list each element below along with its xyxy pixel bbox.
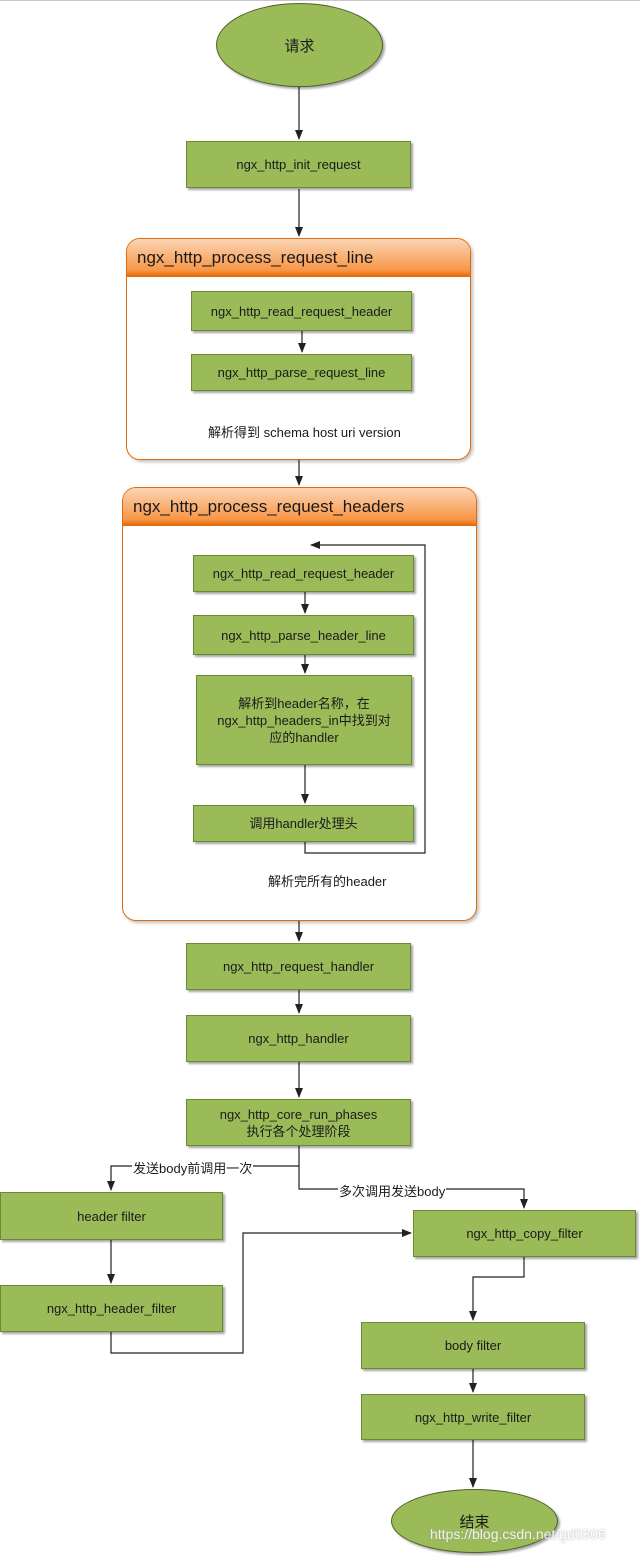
node-copy-filter: ngx_http_copy_filter bbox=[413, 1210, 636, 1257]
watermark: https://blog.csdn.net/gd0306 bbox=[430, 1526, 606, 1542]
find-handler-line-3: 应的handler bbox=[269, 729, 339, 745]
node-read-request-header-2: ngx_http_read_request_header bbox=[193, 555, 414, 592]
label-multi-body: 多次调用发送body bbox=[338, 1181, 447, 1200]
node-request-handler: ngx_http_request_handler bbox=[186, 943, 411, 990]
node-init-request: ngx_http_init_request bbox=[186, 141, 411, 188]
core-run-phases-line-2: 执行各个处理阶段 bbox=[246, 1123, 351, 1139]
group-process-request-line: ngx_http_process_request_line bbox=[126, 238, 471, 460]
node-header-filter: header filter bbox=[0, 1192, 223, 1240]
node-http-handler: ngx_http_handler bbox=[186, 1015, 411, 1062]
group-title-process-request-line: ngx_http_process_request_line bbox=[127, 239, 470, 277]
end-node: 结束 bbox=[391, 1489, 558, 1553]
start-node: 请求 bbox=[216, 3, 383, 87]
core-run-phases-line-1: ngx_http_core_run_phases bbox=[219, 1106, 378, 1122]
note-request-line-parsed: 解析得到 schema host uri version bbox=[208, 425, 401, 440]
find-handler-line-1: 解析到header名称，在 bbox=[238, 695, 370, 711]
find-handler-line-2: ngx_http_headers_in中找到对 bbox=[217, 712, 391, 728]
node-parse-header-line: ngx_http_parse_header_line bbox=[193, 615, 414, 655]
label-before-body: 发送body前调用一次 bbox=[132, 1158, 254, 1177]
note-all-headers-parsed: 解析完所有的header bbox=[268, 874, 387, 889]
node-find-header-handler: 解析到header名称，在 ngx_http_headers_in中找到对 应的… bbox=[196, 675, 412, 765]
node-call-handler: 调用handler处理头 bbox=[193, 805, 414, 842]
node-write-filter: ngx_http_write_filter bbox=[361, 1394, 585, 1440]
node-parse-request-line: ngx_http_parse_request_line bbox=[191, 354, 412, 391]
group-title-process-request-headers: ngx_http_process_request_headers bbox=[123, 488, 476, 526]
top-border-line bbox=[0, 0, 640, 1]
node-ngx-header-filter: ngx_http_header_filter bbox=[0, 1285, 223, 1332]
node-read-request-header-1: ngx_http_read_request_header bbox=[191, 291, 412, 331]
node-core-run-phases: ngx_http_core_run_phases 执行各个处理阶段 bbox=[186, 1099, 411, 1146]
node-body-filter: body filter bbox=[361, 1322, 585, 1369]
